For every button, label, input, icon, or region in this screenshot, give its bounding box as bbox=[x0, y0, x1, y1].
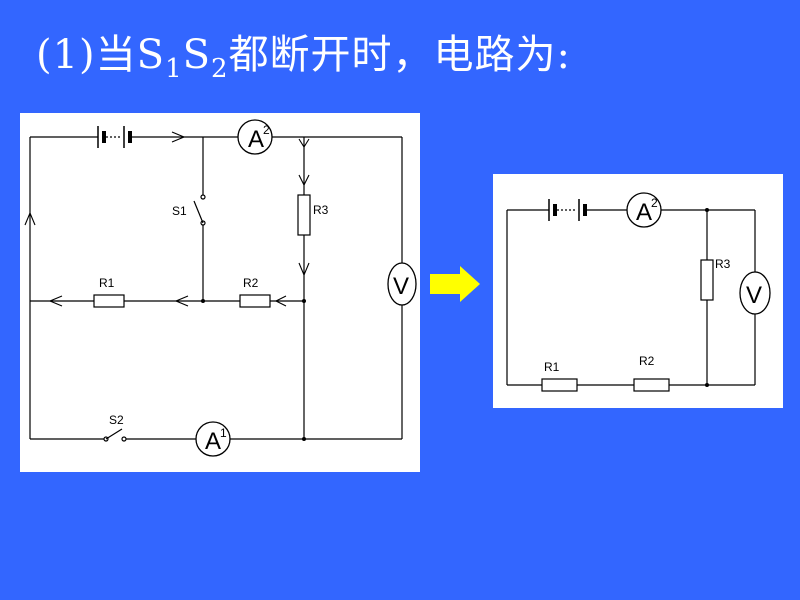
ammeter-a2-icon: A 2 bbox=[237, 119, 273, 155]
battery-icon bbox=[548, 199, 587, 221]
r1-label: R1 bbox=[544, 360, 560, 374]
voltmeter-icon: V bbox=[739, 271, 771, 315]
resistor-r3 bbox=[297, 194, 311, 236]
junction-dot bbox=[201, 299, 205, 303]
ammeter-a1-icon: A 1 bbox=[195, 421, 231, 457]
slide-title: (1)当S1S2都断开时，电路为: bbox=[36, 22, 571, 84]
battery-icon bbox=[97, 126, 132, 148]
title-mid: S bbox=[182, 32, 212, 78]
resistor-r2 bbox=[239, 294, 271, 308]
junction-dot bbox=[705, 383, 709, 387]
title-sub-1: 1 bbox=[165, 54, 183, 84]
yellow-right-arrow-icon bbox=[430, 266, 480, 302]
arrow-r3-down-bottom-icon bbox=[298, 262, 310, 277]
switch-s1-icon bbox=[193, 194, 206, 226]
arrow-left-up-icon bbox=[24, 211, 36, 226]
r2-label: R2 bbox=[243, 276, 259, 290]
v-letter: V bbox=[746, 282, 762, 309]
junction-dot bbox=[705, 208, 709, 212]
r3-label: R3 bbox=[715, 257, 731, 271]
ammeter-a2-icon: A 2 bbox=[626, 192, 662, 228]
s1-label: S1 bbox=[172, 204, 187, 218]
r2-label: R2 bbox=[639, 354, 655, 368]
s2-label: S2 bbox=[109, 413, 124, 427]
resistor-r1 bbox=[541, 378, 578, 392]
simplified-circuit-diagram: A 2 R3 V R1 R2 bbox=[506, 192, 771, 392]
r1-label: R1 bbox=[99, 276, 115, 290]
arrow-r3-down-top-icon bbox=[298, 174, 310, 187]
original-circuit-diagram: A 2 S1 R3 R1 R2 V S2 A 1 bbox=[24, 119, 417, 457]
arrow-corner-down-icon bbox=[298, 138, 310, 149]
v-letter: V bbox=[393, 273, 409, 300]
a2-letter: A bbox=[636, 199, 652, 226]
simplified-circuit-panel: A 2 R3 V R1 R2 bbox=[493, 174, 783, 408]
title-suffix: 都断开时，电路为: bbox=[228, 32, 572, 78]
arrow-mid-center-icon bbox=[174, 295, 189, 307]
title-prefix: (1)当S bbox=[36, 32, 166, 78]
resistor-r3 bbox=[700, 259, 714, 301]
arrow-top-right-icon bbox=[171, 131, 186, 143]
a1-sub: 1 bbox=[220, 426, 227, 440]
a2-sub: 2 bbox=[263, 123, 270, 137]
switch-s2-icon bbox=[103, 428, 127, 442]
a2-sub: 2 bbox=[651, 196, 658, 210]
voltmeter-icon: V bbox=[387, 262, 417, 306]
title-sub-2: 2 bbox=[211, 54, 229, 84]
junction-dot bbox=[302, 437, 306, 441]
r3-label: R3 bbox=[313, 203, 329, 217]
arrow-mid-r2-icon bbox=[274, 295, 287, 307]
resistor-r1 bbox=[93, 294, 125, 308]
junction-dot bbox=[302, 299, 306, 303]
original-circuit-panel: A 2 S1 R3 R1 R2 V S2 A 1 bbox=[20, 113, 420, 472]
a1-letter: A bbox=[205, 428, 221, 455]
a2-letter: A bbox=[248, 126, 264, 153]
arrow-mid-left-icon bbox=[48, 295, 63, 307]
resistor-r2 bbox=[633, 378, 670, 392]
